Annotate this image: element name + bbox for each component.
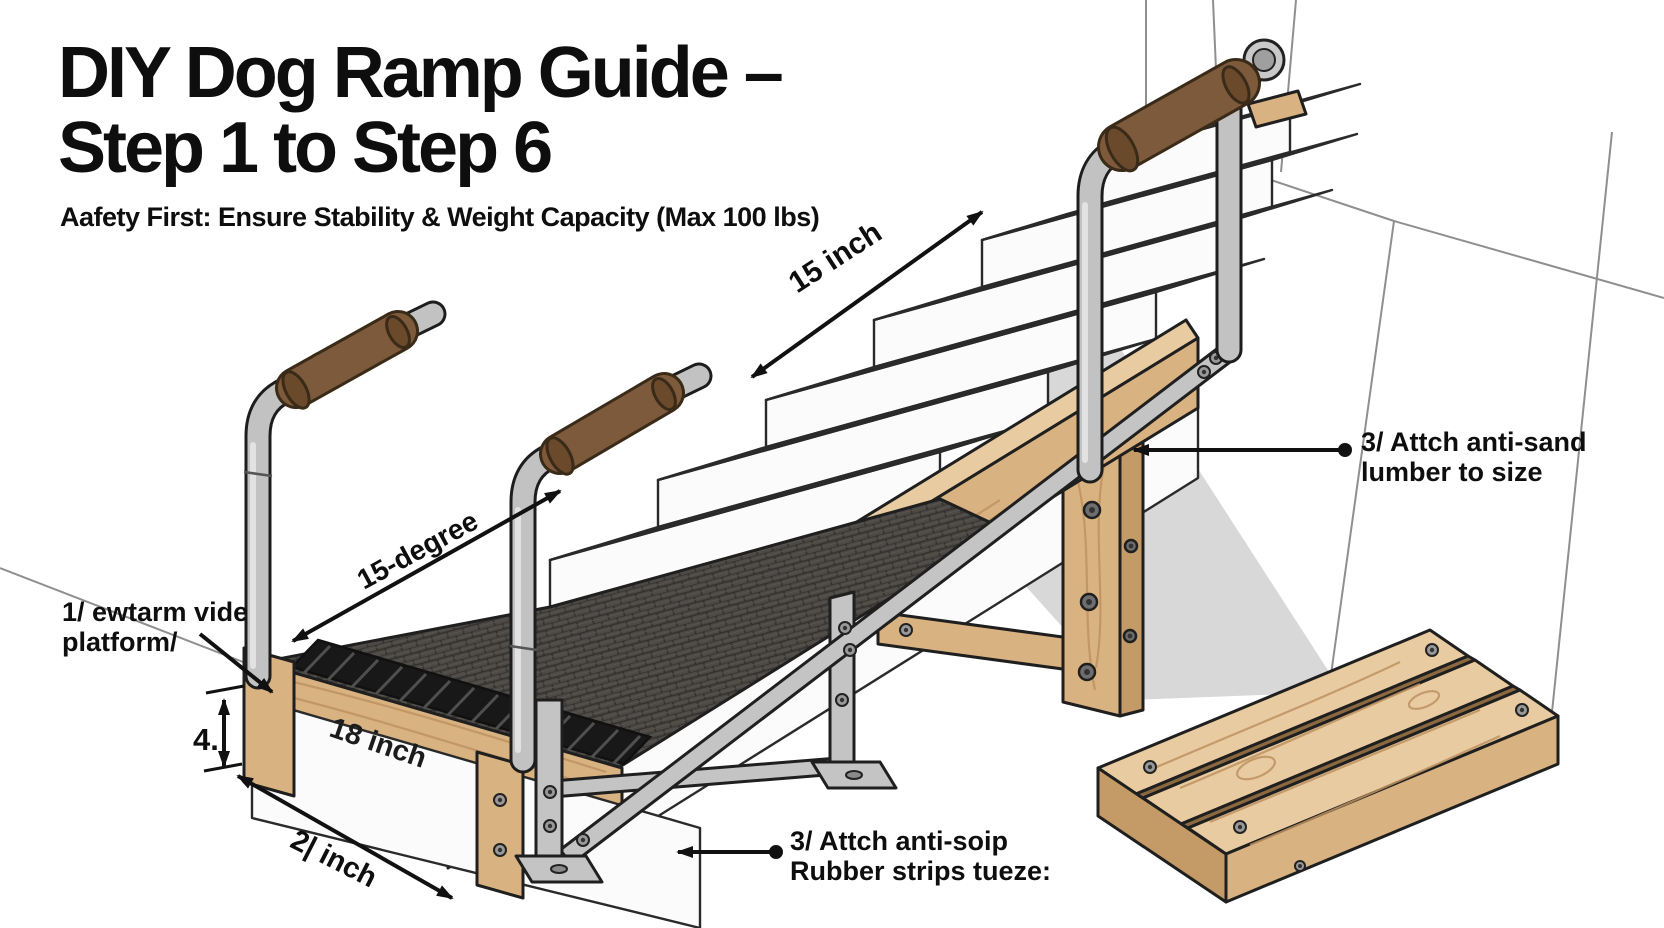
handrail-grip [275, 300, 447, 410]
dimension-arrows [198, 210, 1352, 900]
stair-step [656, 337, 1158, 529]
arrow-15degree [291, 489, 562, 643]
label-height-4: 4. [193, 722, 219, 757]
arrow-21inch [236, 774, 454, 900]
handrail-grip [539, 362, 713, 476]
label-lumber-callout: 3/ Attch anti-sand lumber to size [1361, 427, 1587, 488]
wall-and-floor-lines [0, 0, 1664, 771]
page-title: DIY Dog Ramp Guide – Step 1 to Step 6 [58, 33, 784, 188]
page-subtitle: Aafety First: Ensure Stability & Weight … [60, 202, 820, 232]
label-rubber-strips: 3/ Attch anti-soip Rubber strips tueze: [790, 826, 1052, 887]
arrow-15inch [750, 210, 984, 379]
handrail-left [243, 300, 447, 690]
label-platform-callout: 1/ ewtarm vide platform/ [62, 597, 249, 657]
handrail-right [1076, 38, 1286, 484]
stair-step [548, 417, 1050, 609]
handrail-grip [1097, 58, 1261, 173]
wood-pallet [1096, 628, 1560, 904]
arrow-platform-callout [198, 632, 274, 694]
support-leg [1061, 426, 1145, 718]
top-cap [1246, 89, 1308, 129]
